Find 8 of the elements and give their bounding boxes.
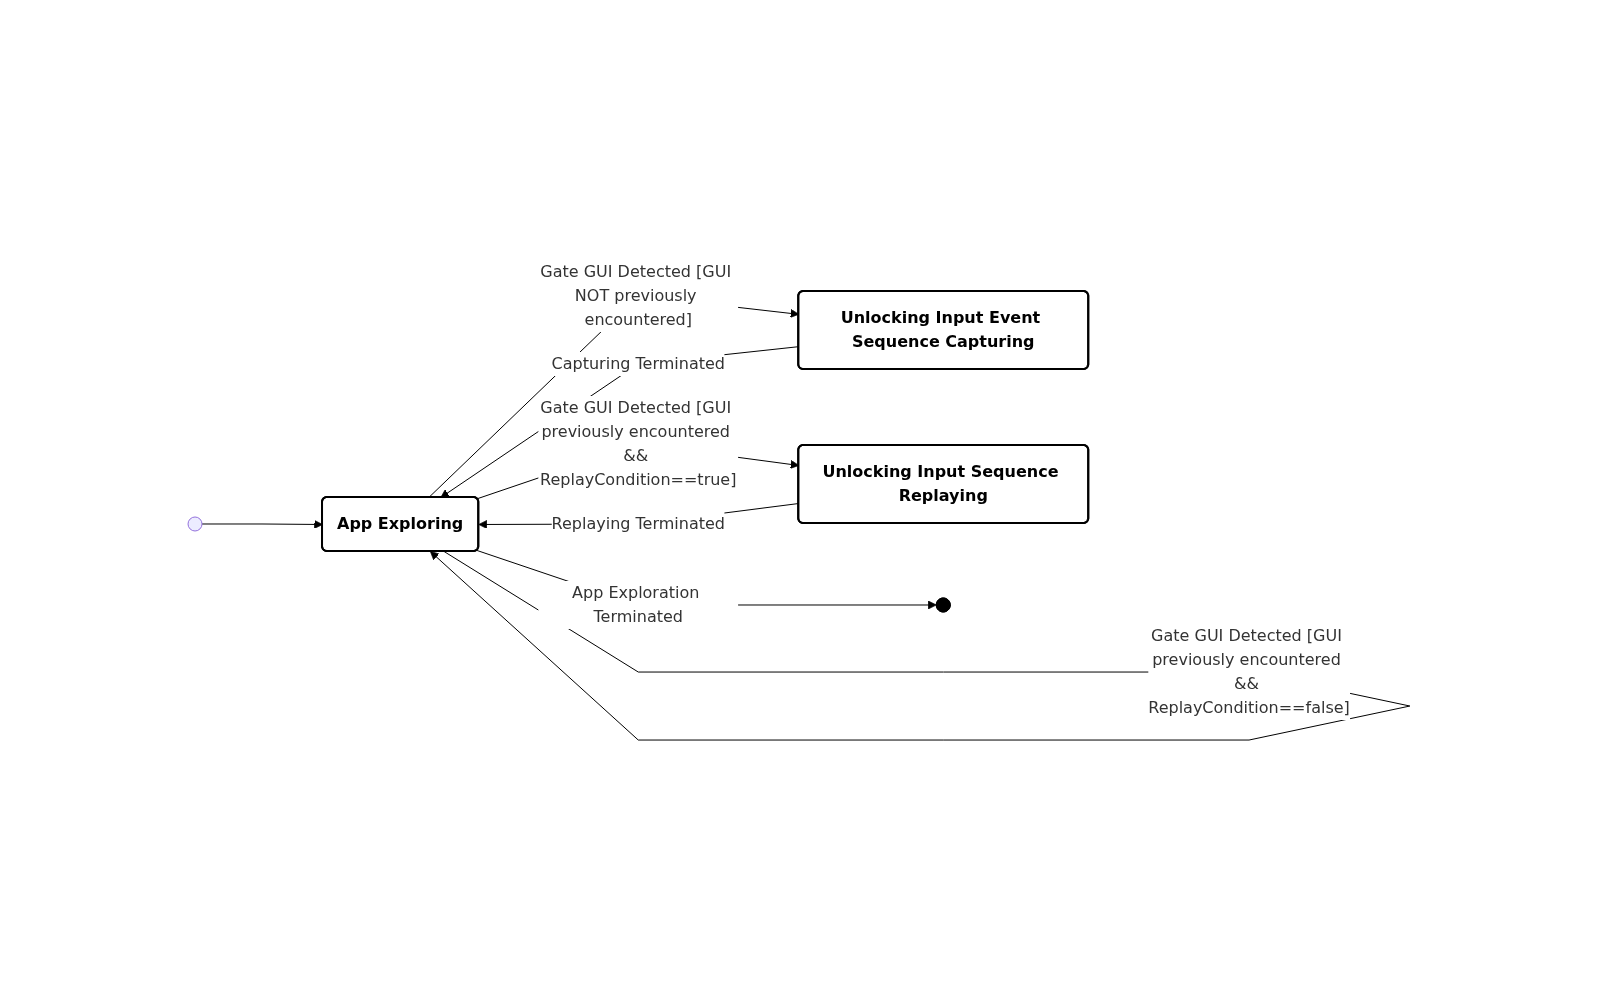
edge-label: Replaying Terminated <box>551 514 725 534</box>
edge-label: App Exploration Terminated <box>572 583 700 627</box>
arrow <box>201 520 323 530</box>
node-circle <box>187 516 203 532</box>
edge-label: Gate GUI Detected [GUI previously encountered && ReplayCondition==true] <box>540 398 737 490</box>
edge-label: Gate GUI Detected [GUI previously encountered && ReplayCondition==false] <box>1148 626 1350 718</box>
edge-label: Gate GUI Detected [GUI NOT previously encountered] <box>540 262 732 330</box>
edge-label: Capturing Terminated <box>551 354 725 374</box>
